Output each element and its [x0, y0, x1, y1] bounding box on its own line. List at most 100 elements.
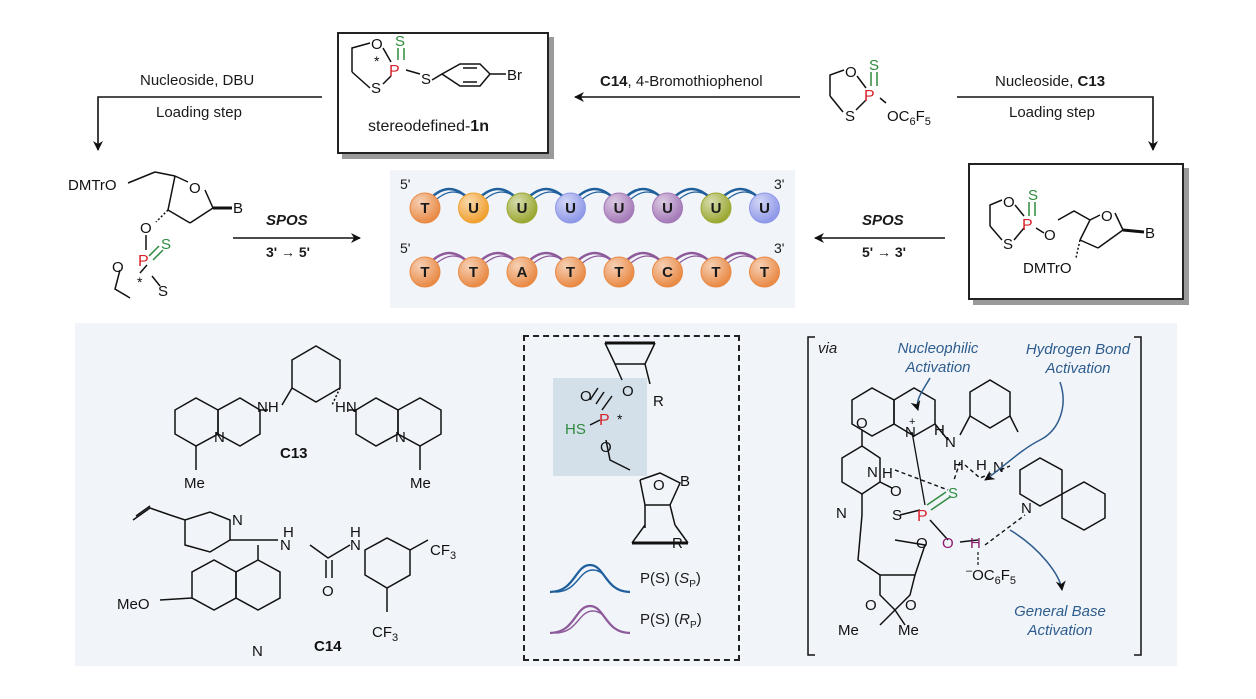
svg-text:S: S — [869, 57, 879, 74]
svg-text:S: S — [845, 108, 855, 125]
legend-sp-label: P(S) (SP) — [640, 570, 701, 590]
strand2-bead — [409, 256, 441, 288]
strand2-backbone — [424, 251, 769, 272]
svg-text:N: N — [836, 505, 847, 522]
strand1-wave-inner — [428, 191, 769, 208]
left-monomer-structure — [114, 171, 232, 299]
svg-text:H: H — [976, 457, 987, 474]
svg-text:H: H — [934, 422, 945, 439]
left-direction-label: 3' → 5' — [266, 244, 311, 260]
strand2-base-letter: T — [760, 264, 769, 281]
strand1-bead — [458, 192, 489, 224]
svg-text:C14: C14 — [314, 638, 342, 655]
n-to-p-bond — [911, 431, 926, 506]
svg-text:H: H — [882, 465, 893, 482]
svg-text:O: O — [580, 388, 592, 405]
svg-text:S: S — [1003, 236, 1013, 253]
svg-text:S: S — [158, 283, 168, 300]
reagent-1n-box — [337, 32, 549, 154]
ann-base-line2: Activation — [1027, 622, 1093, 639]
svg-text:R: R — [653, 393, 664, 410]
svg-text:N: N — [350, 537, 361, 554]
svg-text:O: O — [856, 415, 868, 432]
legend-box — [523, 335, 740, 661]
strand2-bead — [603, 256, 635, 288]
svg-text:N: N — [280, 537, 291, 554]
svg-text:O: O — [1044, 227, 1056, 244]
strand1-bead — [603, 192, 635, 224]
svg-text:O: O — [112, 259, 124, 276]
svg-text:S: S — [948, 485, 958, 502]
svg-text:C13: C13 — [280, 445, 308, 462]
annotation-hbond: Hydrogen Bond Activation — [1018, 340, 1138, 378]
svg-text:Me: Me — [898, 622, 919, 639]
svg-text:+: + — [909, 416, 915, 428]
left-loading-arrow — [93, 96, 322, 151]
svg-text:S: S — [395, 33, 405, 50]
svg-text:H: H — [350, 524, 361, 541]
mechanism-via: via — [818, 340, 838, 357]
strand1-bead — [555, 192, 586, 224]
left-arrow-label-top: Nucleoside, DBU — [140, 72, 255, 89]
svg-text:Me: Me — [838, 622, 859, 639]
reagent-1n-caption-prefix: stereodefined- — [368, 118, 471, 135]
strand2-wave-inner — [428, 255, 769, 272]
mid-arrow-label: C14, 4-Bromothiophenol — [600, 73, 763, 90]
strand2-base-letter: T — [469, 264, 478, 281]
svg-text:CF3: CF3 — [430, 542, 456, 562]
strand2-base-letter: C — [662, 264, 673, 281]
svg-text:CF3: CF3 — [372, 624, 398, 644]
svg-text:O: O — [600, 439, 612, 456]
strand2-bead — [700, 256, 732, 288]
strand1-base-letter: U — [565, 200, 576, 217]
strand1-bead — [700, 192, 732, 224]
svg-text:P: P — [1022, 217, 1033, 234]
strand1-base-letter: U — [759, 200, 770, 217]
svg-text:O: O — [371, 36, 383, 53]
strand1-wave — [424, 187, 766, 205]
strand1-bead — [652, 192, 683, 224]
svg-text:S: S — [421, 71, 431, 88]
strand1-base-letter: U — [711, 200, 722, 217]
annotation-base: General Base Activation — [1000, 602, 1120, 640]
mechanism-structure — [841, 379, 1106, 626]
strand1-base-letter: U — [662, 200, 673, 217]
right-monomer-box — [968, 163, 1184, 300]
svg-text:H: H — [283, 524, 294, 541]
svg-text:N: N — [1021, 500, 1032, 517]
strand1-base-letter: T — [420, 200, 429, 217]
svg-text:S: S — [892, 507, 902, 524]
svg-text:B: B — [680, 473, 690, 490]
strand2-bead — [749, 256, 780, 288]
ann-base-line1: General Base — [1014, 603, 1106, 620]
svg-text:N: N — [945, 434, 956, 451]
right-direction-label: 5' → 3' — [862, 244, 907, 260]
annotation-arrows — [910, 377, 1066, 591]
strand2-base-letter: T — [614, 264, 623, 281]
strand2-wave — [424, 251, 766, 269]
strand1-base-letter: U — [517, 200, 528, 217]
strand1-bead — [506, 192, 538, 224]
svg-text:O: O — [622, 383, 634, 400]
legend-rp-label: P(S) (RP) — [640, 611, 702, 631]
svg-text:O: O — [916, 535, 928, 552]
svg-text:P: P — [864, 88, 875, 105]
svg-text:B: B — [233, 200, 243, 217]
svg-text:S: S — [161, 236, 171, 253]
right-arrow-label-top: Nucleoside, C13 — [995, 73, 1105, 90]
strand2-bead — [458, 256, 489, 288]
sp-wave-icon — [549, 563, 631, 594]
mid-arrow-reagent: , 4-Bromothiophenol — [627, 73, 763, 90]
strand2-base-letter: A — [517, 264, 528, 281]
c13-structure — [174, 345, 442, 470]
right-monomer-structure — [989, 199, 1145, 259]
strand1-start-label: 5' — [400, 176, 411, 192]
svg-text:DMTrO: DMTrO — [1023, 260, 1072, 277]
svg-text:N: N — [993, 459, 1004, 476]
strand2-base-letter: T — [711, 264, 720, 281]
mechanism-brackets — [807, 336, 1142, 656]
svg-text:O: O — [845, 64, 857, 81]
mid-arrow-c14: C14 — [600, 73, 628, 90]
strand1-bead — [409, 192, 441, 224]
